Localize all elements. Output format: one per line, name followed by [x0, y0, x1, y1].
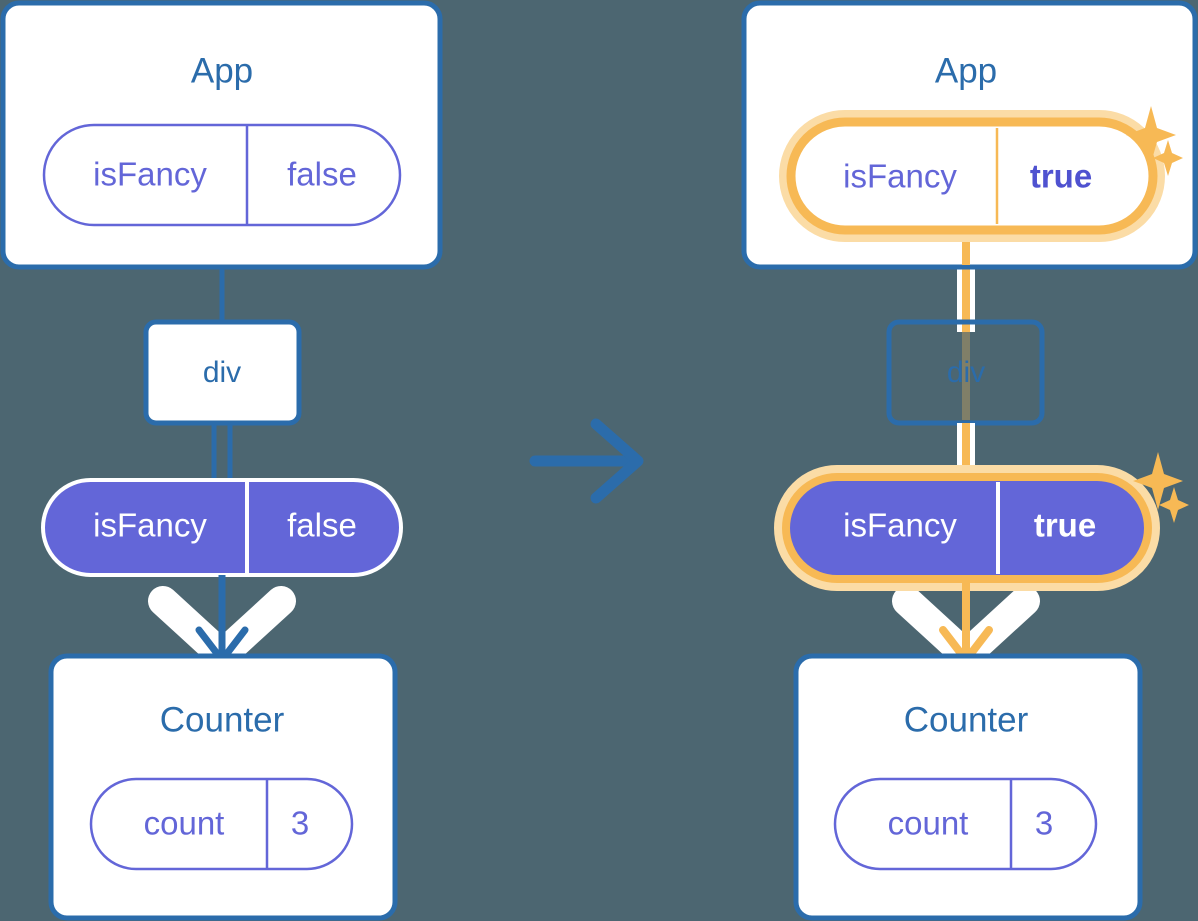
pill-value-label: 3: [291, 805, 309, 842]
panel-before: App isFancy false div isFancy false: [0, 0, 443, 921]
arrow-right-icon: [529, 418, 644, 504]
pill-value-label: false: [287, 156, 357, 193]
panel-after: App isFancy true div: [741, 0, 1198, 921]
pill-value-label: 3: [1035, 805, 1053, 842]
pill-key-label: isFancy: [93, 507, 207, 544]
pill-body: [833, 777, 1098, 871]
pill-key-label: count: [888, 805, 969, 842]
pill-key-label: isFancy: [843, 158, 957, 195]
pill-key-label: isFancy: [93, 156, 207, 193]
prop-pill-after: isFancy true: [774, 465, 1160, 591]
pill-highlight-ring: [786, 117, 1158, 235]
counter-title-before: Counter: [160, 700, 285, 739]
div-title-before: div: [203, 356, 241, 389]
app-state-pill-after: isFancy true: [779, 110, 1165, 242]
pill-body: [42, 123, 402, 227]
counter-title-after: Counter: [904, 700, 1029, 739]
div-box-before: [143, 319, 302, 426]
pill-body: [89, 777, 354, 871]
counter-state-pill-before: count 3: [89, 777, 354, 871]
app-state-pill-before: isFancy false: [42, 123, 402, 227]
div-title-after: div: [947, 356, 985, 389]
app-title-before: App: [191, 51, 253, 90]
sparkle-icon-app-after: [1126, 106, 1183, 176]
pill-key-label: isFancy: [843, 507, 957, 544]
pill-value-label: true: [1030, 158, 1092, 195]
pill-value-label: false: [287, 507, 357, 544]
app-title-after: App: [935, 51, 997, 90]
sparkle-icon-prop-after: [1133, 452, 1189, 523]
pill-value-label: true: [1034, 507, 1096, 544]
pill-key-label: count: [144, 805, 225, 842]
prop-pill-before: isFancy false: [41, 478, 403, 577]
counter-state-pill-after: count 3: [833, 777, 1098, 871]
